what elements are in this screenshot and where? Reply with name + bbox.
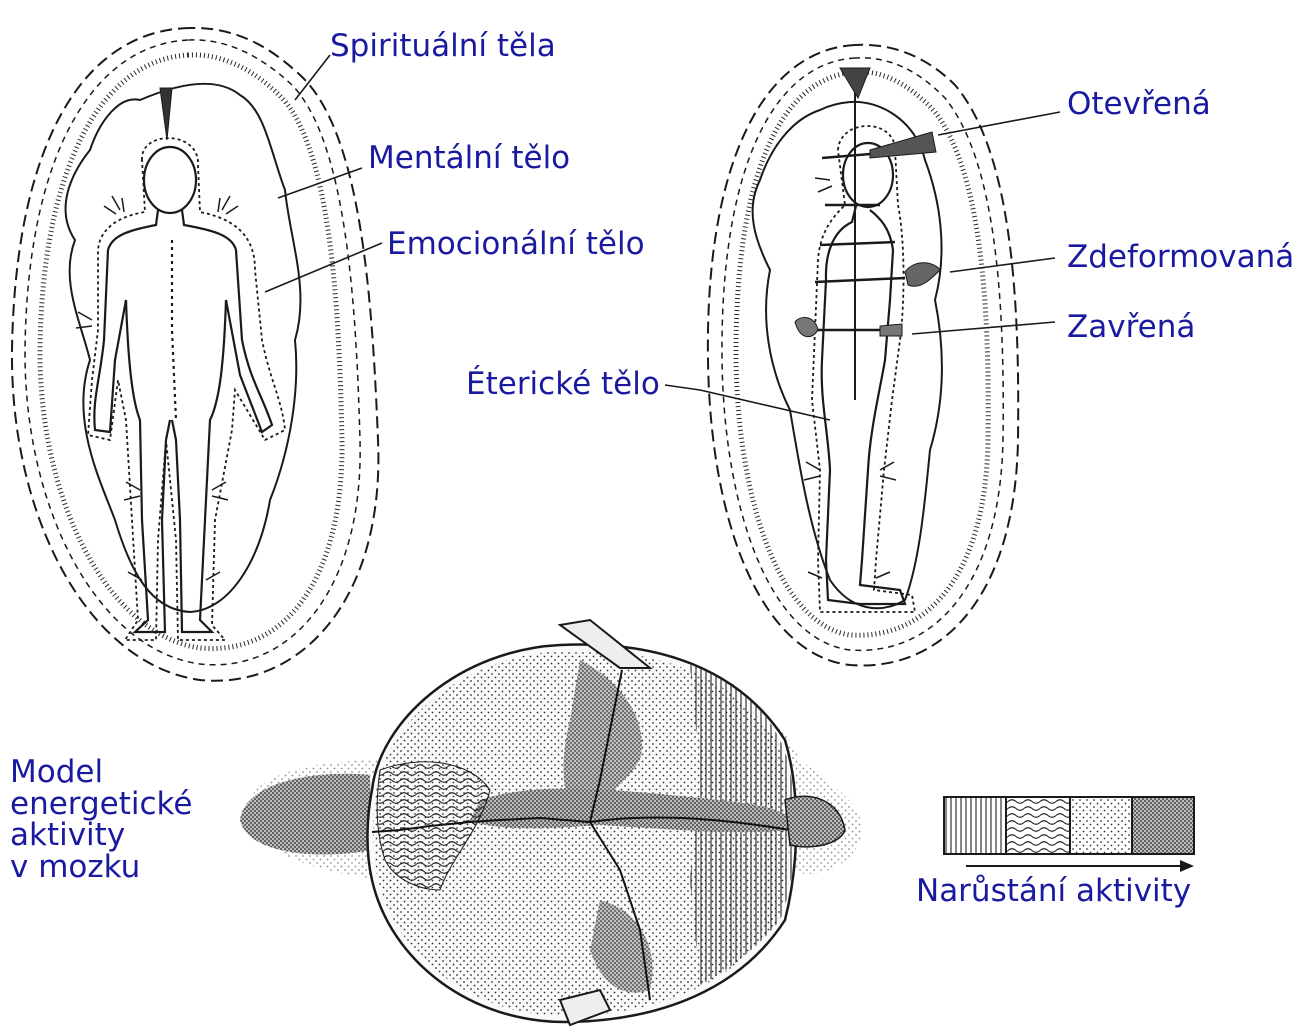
label-closed-chakra: Zavřená bbox=[1067, 311, 1195, 344]
legend-swatch-waves bbox=[1006, 797, 1070, 854]
right-aura-figure bbox=[665, 45, 1060, 666]
legend-arrow-head bbox=[1180, 860, 1194, 872]
legend-swatch-vertical-lines bbox=[944, 797, 1006, 854]
brain-caption: Model energetické aktivity v mozku bbox=[10, 757, 192, 883]
legend-swatch-dense bbox=[1132, 797, 1194, 854]
legend-label: Narůstání aktivity bbox=[916, 875, 1191, 908]
label-deformed-chakra: Zdeformovaná bbox=[1067, 241, 1294, 274]
label-mental-body: Mentální tělo bbox=[368, 142, 570, 175]
caption-line: energetické bbox=[10, 789, 192, 821]
caption-line: v mozku bbox=[10, 852, 192, 884]
brain-activity-map bbox=[240, 620, 862, 1025]
left-aura-figure bbox=[12, 28, 382, 681]
activity-legend bbox=[944, 797, 1194, 872]
legend-swatch-dots bbox=[1070, 797, 1132, 854]
label-emotional-body: Emocionální tělo bbox=[387, 228, 645, 261]
label-spiritual-bodies: Spirituální těla bbox=[330, 30, 556, 63]
label-open-chakra: Otevřená bbox=[1067, 88, 1211, 121]
caption-line: Model bbox=[10, 757, 192, 789]
caption-line: aktivity bbox=[10, 820, 192, 852]
label-etheric-body: Éterické tělo bbox=[466, 368, 660, 401]
